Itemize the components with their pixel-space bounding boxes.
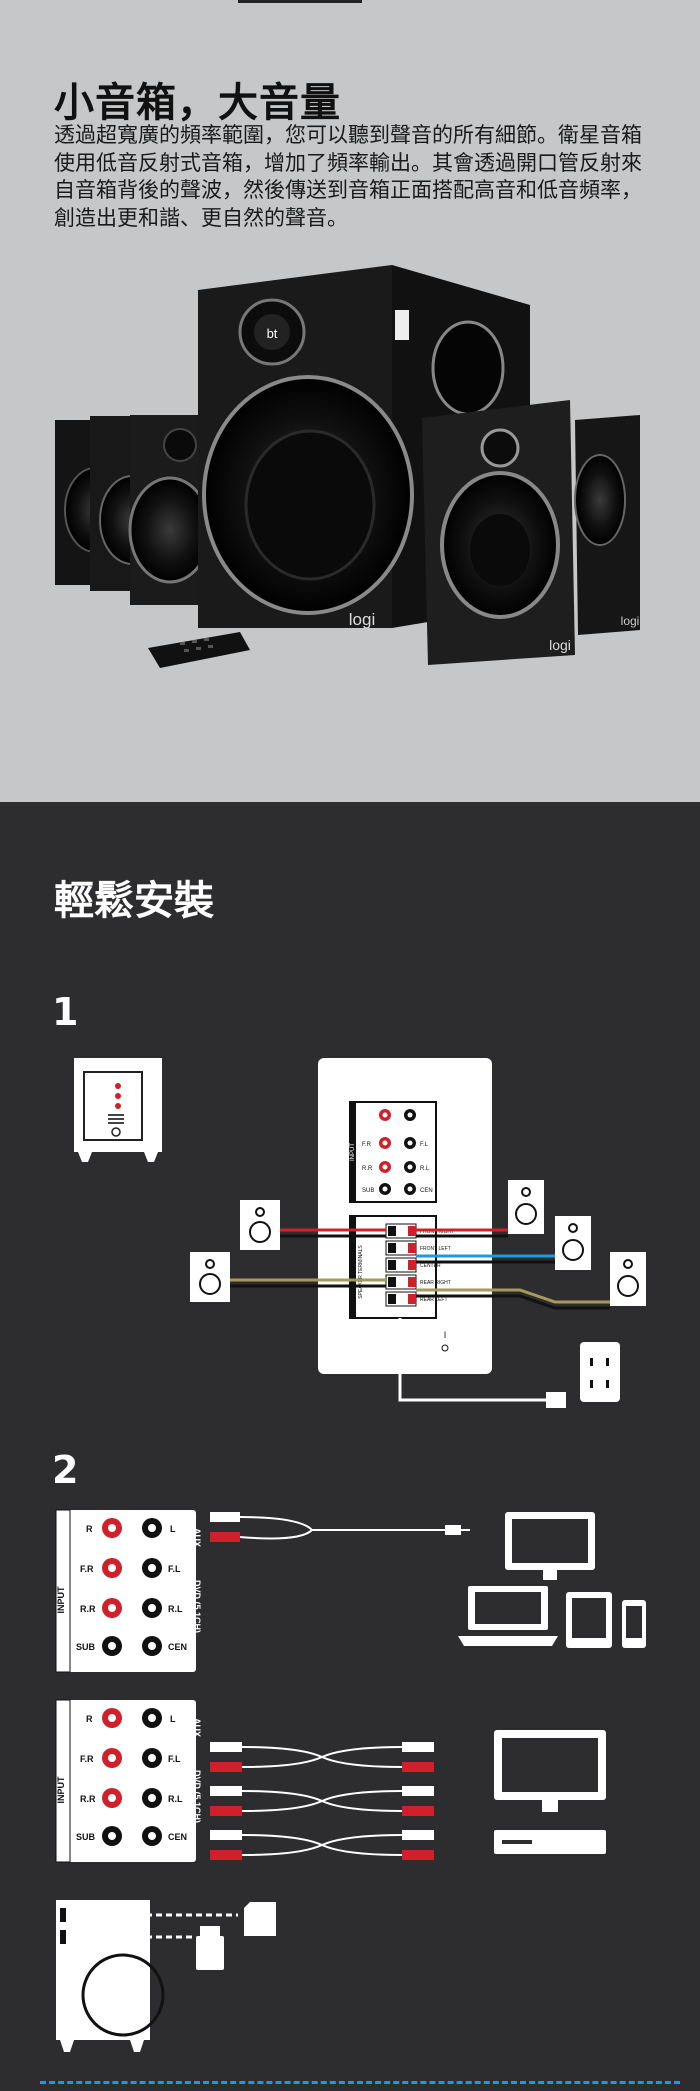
subwoofer-front-icon bbox=[56, 1900, 150, 2040]
jack-fl-3: F.L bbox=[168, 1754, 181, 1764]
usb-drive-icon bbox=[196, 1936, 224, 1970]
jack-rl-2: R.L bbox=[168, 1604, 183, 1614]
jack-fr-3: F.R bbox=[80, 1754, 94, 1764]
jack-rr-1: R.R bbox=[362, 1166, 373, 1172]
hero-description: 透過超寬廣的頻率範圍，您可以聽到聲音的所有細節。衛星音箱使用低音反射式音箱，增加… bbox=[54, 123, 642, 230]
input-label-2: INPUT bbox=[56, 1586, 66, 1614]
step-1-label: 1 bbox=[52, 990, 79, 1034]
jack-fr-1: F.R bbox=[362, 1142, 372, 1148]
jack-rl-3: R.L bbox=[168, 1794, 183, 1804]
setup-title: 輕鬆安裝 bbox=[54, 878, 214, 924]
bottom-divider bbox=[40, 2081, 680, 2084]
jack-r-3: R bbox=[86, 1714, 93, 1724]
input-panel-dvd bbox=[56, 1700, 196, 1862]
top-divider bbox=[238, 0, 362, 3]
terminal-rear-right: REAR RIGHT bbox=[420, 1280, 451, 1286]
terminal-front-left: FRONT LEFT bbox=[420, 1246, 451, 1252]
aux-label-3: AUX bbox=[192, 1718, 202, 1737]
jack-sub-1: SUB bbox=[362, 1188, 374, 1194]
setup-diagram: INPUT F.R F.L R.R R.L SUB CEN SPEAKER TE… bbox=[55, 1058, 646, 2052]
input-panel-aux bbox=[56, 1510, 196, 1672]
power-switch: I bbox=[444, 1330, 447, 1340]
jack-sub-2: SUB bbox=[76, 1642, 96, 1652]
sd-card-slot-icon bbox=[395, 310, 409, 340]
jack-rr-3: R.R bbox=[80, 1794, 96, 1804]
terminal-center: CENTER bbox=[420, 1263, 441, 1269]
jack-cen-2: CEN bbox=[168, 1642, 187, 1652]
power-outlet-icon bbox=[580, 1342, 620, 1402]
jack-rl-1: R.L bbox=[420, 1166, 430, 1172]
terminal-rear-left: REAR LEFT bbox=[420, 1297, 448, 1303]
input-label-3: INPUT bbox=[56, 1776, 66, 1804]
brand-logo-back: logi bbox=[621, 614, 640, 628]
hero-title: 小音箱，大音量 bbox=[54, 80, 341, 126]
aux-label-2: AUX bbox=[192, 1528, 202, 1547]
jack-fl-2: F.L bbox=[168, 1564, 181, 1574]
sd-card-icon bbox=[244, 1902, 276, 1936]
jack-cen-1: CEN bbox=[420, 1188, 433, 1194]
bt-label: bt bbox=[267, 326, 278, 341]
terminal-front-right: FRONT RIGHT bbox=[420, 1229, 454, 1235]
jack-fr-2: F.R bbox=[80, 1564, 94, 1574]
setup-section bbox=[0, 802, 700, 2091]
brand-logo-sub: logi bbox=[349, 610, 375, 629]
dvd-label-2: DVD (5.1CH) bbox=[192, 1580, 202, 1633]
step-2-label: 2 bbox=[52, 1448, 79, 1492]
jack-r-2: R bbox=[86, 1524, 93, 1534]
dvd-label-3: DVD (5.1CH) bbox=[192, 1770, 202, 1823]
brand-logo-sat: logi bbox=[549, 637, 571, 653]
jack-sub-3: SUB bbox=[76, 1832, 96, 1842]
jack-l-2: L bbox=[170, 1524, 176, 1534]
input-label-1: INPUT bbox=[350, 1143, 356, 1161]
jack-rr-2: R.R bbox=[80, 1604, 96, 1614]
jack-fl-1: F.L bbox=[420, 1142, 429, 1148]
device-icons-aux bbox=[458, 1512, 646, 1648]
device-icons-dvd bbox=[494, 1730, 606, 1854]
jack-cen-3: CEN bbox=[168, 1832, 187, 1842]
speaker-terminals-label: SPEAKER TERMINALS bbox=[358, 1245, 364, 1299]
speaker-system-image: bt logi logi logi bbox=[55, 265, 640, 668]
jack-l-3: L bbox=[170, 1714, 176, 1724]
